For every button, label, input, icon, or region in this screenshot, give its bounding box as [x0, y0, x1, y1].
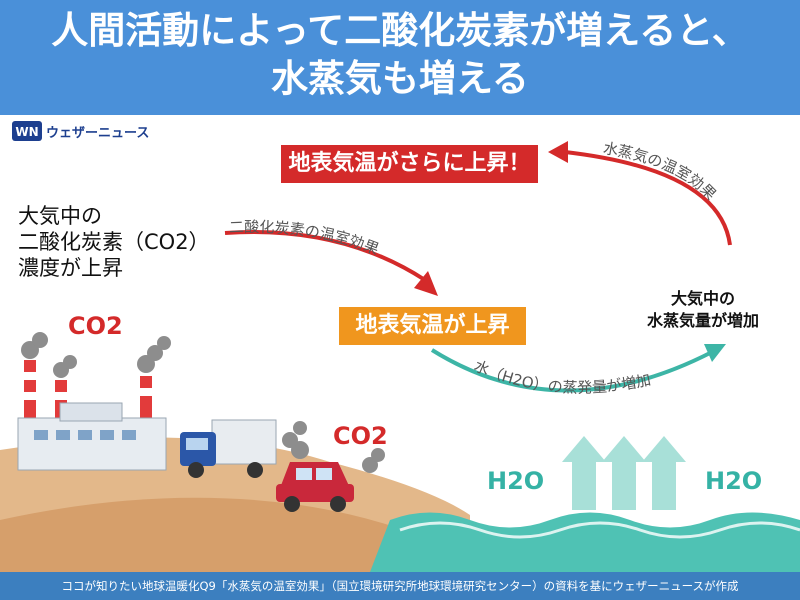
arrow-evaporation-head	[704, 344, 726, 362]
chimney	[140, 376, 152, 424]
arrow-co2-greenhouse	[224, 229, 427, 282]
sea-wave	[399, 521, 800, 539]
title-banner: 人間活動によって二酸化炭素が増えると、 水蒸気も増える	[0, 0, 800, 115]
logo-text: ウェザーニュース	[46, 125, 150, 141]
chimney	[24, 360, 36, 422]
vapor-increase-label: 大気中の 水蒸気量が増加	[647, 288, 759, 332]
vapor-increase-line-1: 大気中の	[671, 289, 736, 308]
arrow-vapor-greenhouse	[564, 150, 732, 246]
arrow-vapor-greenhouse-head	[548, 141, 568, 163]
co2-concentration-label: 大気中の 二酸化炭素（CO2） 濃度が上昇	[18, 203, 210, 281]
surface-temp-rises-box: 地表気温が上昇	[339, 307, 526, 345]
h2o-right-label: H2O	[705, 467, 763, 495]
surface-temp-rises-further-box: 地表気温がさらに上昇！	[281, 145, 538, 183]
logo: WN ウェザーニュース	[12, 121, 149, 141]
svg-text:WN: WN	[15, 125, 38, 139]
hill-front	[0, 497, 470, 572]
sea	[370, 512, 800, 572]
factory-building	[17, 417, 167, 471]
smoke	[21, 332, 385, 473]
vapor-arrows	[562, 436, 686, 510]
co2-concentration-line-2: 二酸化炭素（CO2）	[18, 230, 210, 254]
co2-factory-label: CO2	[68, 312, 123, 340]
source-footer: ココが知りたい地球温暖化Q9「水蒸気の温室効果」（国立環境研究所地球環境研究セン…	[0, 572, 800, 600]
co2-concentration-line-1: 大気中の	[18, 204, 102, 228]
co2-concentration-line-3: 濃度が上昇	[18, 256, 123, 280]
car	[276, 462, 354, 512]
h2o-left-label: H2O	[487, 467, 545, 495]
label-evaporation: 水（H2O）の蒸発量が増加	[471, 357, 652, 397]
title-line-2: 水蒸気も増える	[271, 57, 529, 100]
arrow-co2-greenhouse-head	[414, 271, 438, 296]
vapor-increase-line-2: 水蒸気量が増加	[647, 311, 760, 330]
arrow-evaporation	[430, 348, 713, 393]
truck	[180, 419, 277, 478]
title-line-1: 人間活動によって二酸化炭素が増えると、	[51, 9, 749, 52]
label-co2-greenhouse: 二酸化炭素の温室効果	[229, 218, 382, 258]
co2-car-label: CO2	[333, 422, 388, 450]
label-vapor-greenhouse: 水蒸気の温室効果	[602, 139, 720, 204]
factory	[17, 360, 167, 471]
wn-logo-icon: WN	[12, 121, 42, 141]
